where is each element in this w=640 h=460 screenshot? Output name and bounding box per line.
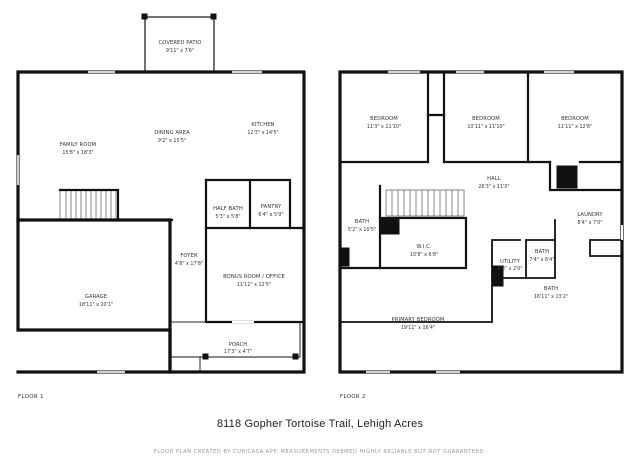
room-dimensions: 4'8" x 17'8" [175, 261, 203, 267]
room-dimensions: 5'2" x 10'5" [348, 227, 376, 233]
room-dimensions: 8'4" x 7'0" [577, 220, 602, 226]
room-dimensions: 26'3" x 11'0" [478, 184, 509, 190]
floor-1-details [16, 13, 299, 374]
room-name: BATH [544, 286, 558, 292]
room-dimensions: 4'8" x 2'0" [497, 266, 522, 272]
room-dimensions: 11'11" x 12'8" [558, 124, 592, 130]
room-name: KITCHEN [251, 122, 274, 128]
room-dimensions: 11'3" x 11'10" [367, 124, 401, 130]
disclaimer-text: FLOOR PLAN CREATED BY CUBICASA APP. MEAS… [153, 449, 487, 455]
room-dimensions: 11'11" x 12'5" [237, 282, 271, 288]
room-dimensions: 15'8" x 18'3" [62, 150, 93, 156]
room-name: HALL [487, 176, 501, 182]
room-dimensions: 19'11" x 16'4" [401, 325, 435, 331]
room-dimensions: 9'2" x 15'5" [158, 138, 186, 144]
room-name: BATH [355, 219, 369, 225]
room-name: HALF BATH [213, 206, 243, 212]
room-name: PRIMARY BEDROOM [392, 317, 445, 323]
property-address: 8118 Gopher Tortoise Trail, Lehigh Acres [216, 418, 424, 430]
room-name: BEDROOM [472, 116, 500, 122]
room-name: UTILITY [500, 259, 521, 265]
floor-2-label: FLOOR 2 [340, 394, 366, 400]
floor-1-room-labels: COVERED PATIO 9'11" x 7'6" FAMILY ROOM 1… [18, 40, 285, 400]
floor-2-room-labels: BEDROOM 11'3" x 11'10" BEDROOM 10'11" x … [340, 116, 603, 400]
floor-2-walls [338, 70, 624, 374]
room-name: PORCH [229, 342, 248, 348]
room-name: BEDROOM [370, 116, 398, 122]
room-dimensions: 6'4" x 5'9" [258, 212, 283, 218]
room-dimensions: 10'8" x 6'8" [410, 252, 438, 258]
room-name: BEDROOM [561, 116, 589, 122]
room-name: COVERED PATIO [159, 40, 202, 46]
room-name: LAUNDRY [577, 212, 603, 218]
room-name: W.I.C. [416, 244, 431, 250]
floor-1-label: FLOOR 1 [18, 394, 44, 400]
room-name: FOYER [180, 253, 198, 259]
room-name: BONUS ROOM / OFFICE [223, 274, 285, 280]
floor-1-walls [16, 16, 306, 374]
room-dimensions: 12'3" x 14'5" [247, 130, 278, 136]
room-name: BATH [535, 249, 549, 255]
room-dimensions: 16'11" x 13'2" [534, 294, 568, 300]
room-dimensions: 17'3" x 4'7" [224, 349, 252, 355]
room-dimensions: 9'11" x 7'6" [166, 48, 194, 54]
room-name: DINING AREA [154, 130, 190, 136]
room-dimensions: 7'4" x 6'4" [529, 257, 554, 263]
room-name: GARAGE [85, 294, 107, 300]
room-name: FAMILY ROOM [60, 142, 96, 148]
room-dimensions: 18'11" x 20'1" [79, 302, 113, 308]
room-dimensions: 10'11" x 11'10" [467, 124, 504, 130]
room-dimensions: 5'3" x 5'8" [215, 214, 240, 220]
floor-2-details [340, 70, 623, 374]
room-name: PANTRY [261, 204, 282, 210]
